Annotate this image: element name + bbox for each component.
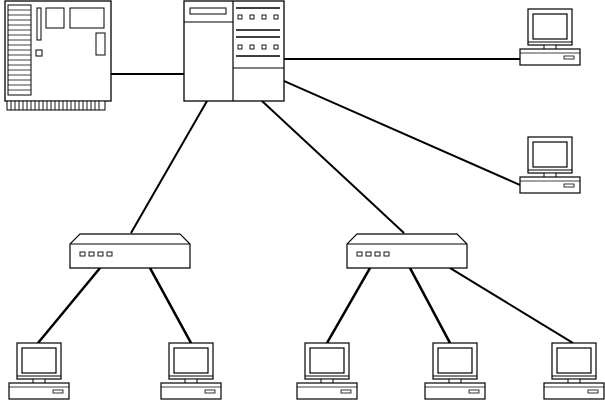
link-hub-right-pc-bottom-5: [449, 267, 574, 344]
link-server-hub-left: [130, 100, 208, 234]
desktop-computer-icon: [519, 136, 581, 194]
desktop-computer-icon: [8, 342, 70, 400]
link-hub-right-pc-bottom-3: [325, 267, 372, 344]
link-server-pc-mid-right: [283, 80, 521, 186]
desktop-computer-icon: [543, 342, 605, 400]
desktop-computer-icon: [160, 342, 222, 400]
network-hub-icon: [346, 233, 468, 269]
link-hub-right-pc-bottom-4: [408, 267, 452, 344]
link-server-hub-right: [261, 100, 405, 234]
motherboard-icon: [4, 0, 112, 111]
link-hub-left-pc-bottom-2: [148, 267, 193, 344]
desktop-computer-icon: [424, 342, 486, 400]
server-tower-icon: [183, 0, 285, 102]
desktop-computer-icon: [296, 342, 358, 400]
link-hub-left-pc-bottom-1: [37, 267, 101, 344]
connection-lines: [37, 58, 574, 344]
network-hub-icon: [69, 233, 191, 269]
desktop-computer-icon: [519, 8, 581, 66]
